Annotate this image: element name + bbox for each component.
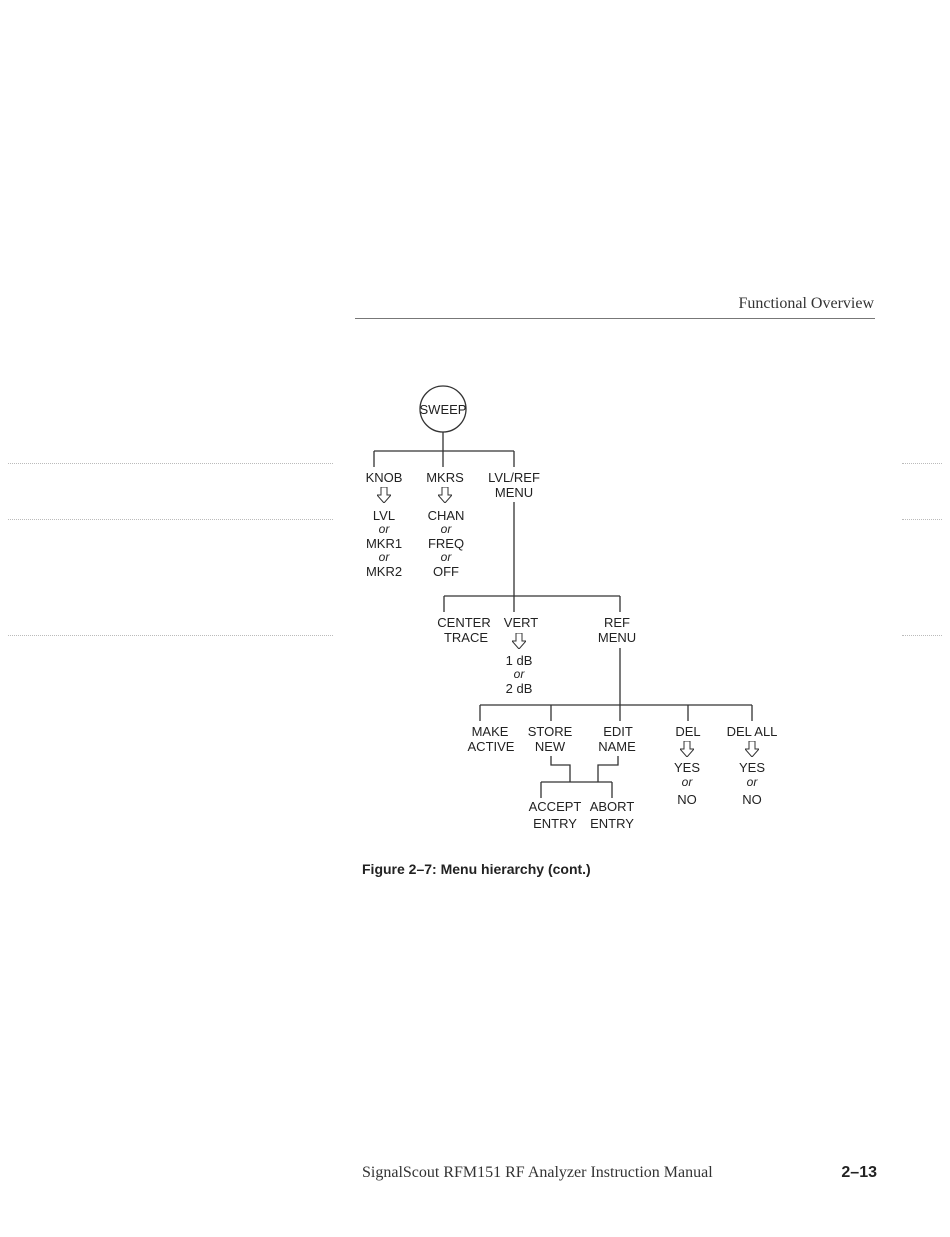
accept-entry-label: ACCEPT [529,799,582,814]
margin-rule [902,519,942,520]
margin-rule [902,635,942,636]
center-trace-label: TRACE [444,630,488,645]
lvlref-label: LVL/REF [488,470,540,485]
store-new-label: STORE [528,724,573,739]
vert-label: VERT [504,615,538,630]
del-option: NO [677,792,697,807]
connector [443,502,621,612]
lvlref-label: MENU [495,485,533,500]
make-active-label: ACTIVE [468,739,515,754]
or-separator: or [514,667,526,681]
connector [540,756,619,798]
store-new-label: NEW [535,739,566,754]
make-active-label: MAKE [472,724,509,739]
down-arrow-icon [745,741,759,757]
del-all-option: NO [742,792,762,807]
vert-option: 1 dB [506,653,533,668]
abort-entry-label: ABORT [590,799,635,814]
or-separator: or [441,522,453,536]
vert-option: 2 dB [506,681,533,696]
del-label: DEL [675,724,700,739]
sweep-label: SWEEP [420,402,467,417]
header-rule [355,318,875,319]
margin-rule [8,635,333,636]
section-title: Functional Overview [738,295,874,312]
down-arrow-icon [438,487,452,503]
knob-option: MKR2 [366,564,402,579]
mkrs-option: OFF [433,564,459,579]
center-trace-label: CENTER [437,615,490,630]
mkrs-option: CHAN [428,508,465,523]
manual-title: SignalScout RFM151 RF Analyzer Instructi… [362,1164,713,1181]
or-separator: or [379,522,391,536]
edit-name-label: EDIT [603,724,633,739]
connector [373,432,515,467]
ref-menu-label: MENU [598,630,636,645]
mkrs-label: MKRS [426,470,464,485]
down-arrow-icon [377,487,391,503]
page-number: 2–13 [841,1164,877,1181]
knob-option: MKR1 [366,536,402,551]
or-separator: or [747,775,759,789]
figure-caption: Figure 2–7: Menu hierarchy (cont.) [362,861,591,877]
margin-rule [8,463,333,464]
abort-entry-label: ENTRY [590,816,634,831]
or-separator: or [379,550,391,564]
del-all-label: DEL ALL [727,724,778,739]
accept-entry-label: ENTRY [533,816,577,831]
down-arrow-icon [512,633,526,649]
ref-menu-label: REF [604,615,630,630]
mkrs-option: FREQ [428,536,464,551]
or-separator: or [682,775,694,789]
del-option: YES [674,760,700,775]
margin-rule [8,519,333,520]
connector [479,648,753,721]
margin-rule [902,463,942,464]
knob-label: KNOB [366,470,403,485]
knob-option: LVL [373,508,395,523]
or-separator: or [441,550,453,564]
edit-name-label: NAME [598,739,636,754]
del-all-option: YES [739,760,765,775]
down-arrow-icon [680,741,694,757]
